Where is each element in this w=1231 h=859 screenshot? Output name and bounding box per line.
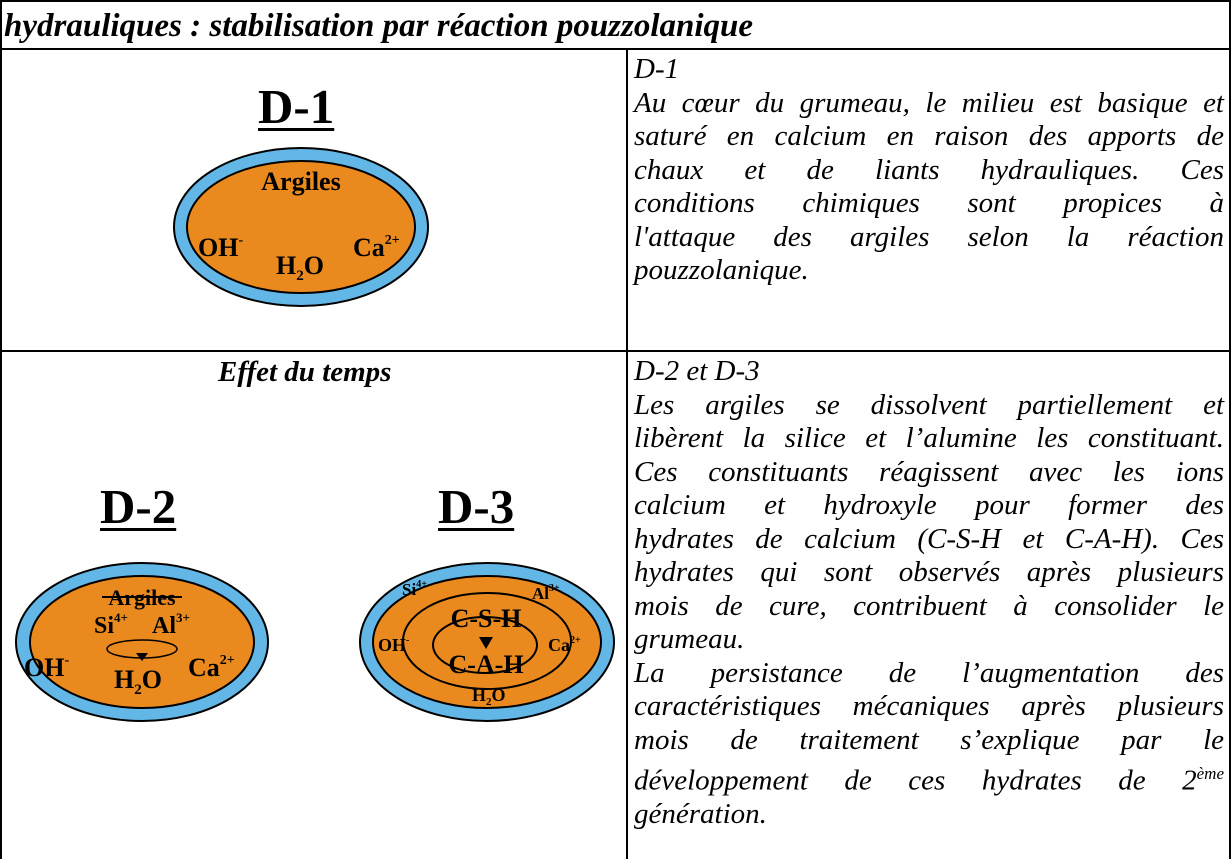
silicon-label: Si4+	[94, 610, 128, 639]
d2-text-line: caractéristiques mécaniques après plusie…	[634, 690, 1224, 722]
water-label: H2O	[276, 251, 324, 284]
clay-core	[29, 575, 255, 709]
calcium-label: Ca2+	[353, 233, 400, 262]
ordinal-superscript: ème	[1196, 764, 1224, 783]
d2-text-line: Les argiles se dissolvent partiellement …	[634, 388, 1224, 421]
calcium-label: Ca2+	[548, 635, 581, 655]
d1-text-line: Au cœur du grumeau, le milieu est basiqu…	[634, 86, 1224, 119]
d1-text-heading: D-1	[634, 53, 680, 85]
water-label: H2O	[114, 665, 162, 698]
diagram-label-d3: D-3	[438, 479, 515, 534]
clay-core	[186, 160, 416, 294]
d1-text-line: pouzzolanique.	[634, 254, 809, 286]
hydroxide-label: OH-	[24, 653, 69, 682]
d2-d3-description: D-2 et D-3 Les argiles se dissolvent par…	[634, 355, 1224, 832]
section-subtitle: Effet du temps	[218, 356, 392, 388]
d2-text-line: grumeau.	[634, 623, 745, 655]
d2-text-line: génération.	[634, 798, 767, 831]
table-left-border	[0, 0, 2, 859]
d1-text-line: conditions chimiques sont propices à	[634, 187, 1224, 219]
clay-label: Argiles	[261, 167, 340, 196]
hydroxide-label: OH-	[198, 233, 243, 262]
water-label: H2O	[472, 685, 506, 708]
reaction-arrow	[479, 637, 493, 649]
d2-text-line-with-superscript: développement de ces hydrates de 2ème	[634, 757, 1224, 798]
diagram-label-d1: D-1	[258, 79, 335, 134]
hydrate-ring-inner	[432, 616, 538, 674]
d2-text-line: Ces constituants réagissent avec les ion…	[634, 455, 1224, 488]
d1-ellipse-diagram: Argiles OH- H2O Ca2+	[173, 147, 429, 307]
d2-text-line: mois de cure, contribuent à consolider l…	[634, 589, 1224, 622]
d1-description: D-1 Au cœur du grumeau, le milieu est ba…	[634, 53, 1224, 288]
page-title: hydrauliques : stabilisation par réactio…	[4, 8, 754, 44]
hydroxide-label: OH-	[378, 635, 409, 655]
calcium-label: Ca2+	[188, 653, 235, 682]
diagram-label-d2: D-2	[100, 479, 177, 534]
d3-ellipse-diagram: Si4+ Al3+ C-S-H C-A-H OH- Ca2+ H2O	[359, 562, 615, 722]
d2-text-line: mois de traitement s’explique par le	[634, 723, 1224, 756]
d1-text-line: saturé en calcium en raison des apports …	[634, 120, 1224, 152]
d2-text-line-main: développement de ces hydrates de 2	[634, 764, 1197, 797]
table-top-border	[0, 0, 1231, 2]
d2-d3-text-heading: D-2 et D-3	[634, 355, 760, 387]
header-row-border	[0, 48, 1231, 50]
aluminium-label: Al3+	[152, 610, 190, 639]
d1-text-line: chaux et de liants hydrauliques. Ces	[634, 153, 1224, 186]
row-divider	[0, 350, 1231, 352]
column-divider	[626, 48, 628, 859]
csh-label: C-S-H	[451, 604, 522, 633]
aluminium-label: Al3+	[532, 583, 560, 603]
d2-text-line: hydrates qui sont observés après plusieu…	[634, 556, 1224, 588]
d2-text-line: libèrent la silice et l’alumine les cons…	[634, 422, 1224, 454]
reaction-arrow	[136, 653, 148, 661]
cah-label: C-A-H	[448, 650, 523, 679]
d2-text-line: calcium et hydroxyle pour former des	[634, 489, 1224, 521]
d1-text-line: l'attaque des argiles selon la réaction	[634, 220, 1224, 253]
silicon-label: Si4+	[402, 579, 427, 599]
d2-ellipse-diagram: Argiles Si4+ Al3+ OH- H2O Ca2+	[15, 562, 269, 722]
d2-text-line: La persistance de l’augmentation des	[634, 656, 1224, 689]
d2-text-line: hydrates de calcium (C-S-H et C-A-H). Ce…	[634, 522, 1224, 555]
table-right-border	[1229, 0, 1231, 859]
hydrate-ring-outer	[402, 592, 572, 690]
